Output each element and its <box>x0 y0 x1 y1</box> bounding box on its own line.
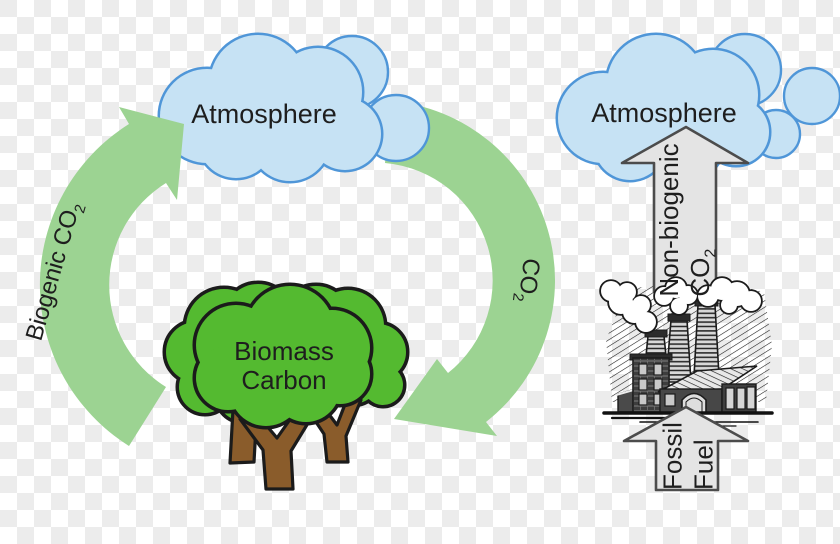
factory-buildings <box>615 353 758 414</box>
left-atmosphere-cloud-icon <box>157 32 431 184</box>
fossil-fuel-label: Fossil Fuel <box>657 422 718 490</box>
tree-crown-middle <box>192 282 374 430</box>
non-biogenic-label-line2-sub: 2 <box>700 248 719 258</box>
biomass-label-line2: Carbon <box>241 365 327 395</box>
biomass-carbon-label: Biomass Carbon <box>234 335 334 395</box>
non-biogenic-co2-label: Non-biogenic CO2 <box>654 143 720 296</box>
fossil-fuel-label-line1: Fossil <box>657 422 688 490</box>
biomass-trees-icon <box>162 280 410 491</box>
co2-down-arc-arrow <box>385 101 556 436</box>
co2-label: CO2 <box>508 256 545 304</box>
non-biogenic-label-line2-main: CO <box>684 257 715 297</box>
co2-label-main: CO <box>513 256 545 296</box>
fossil-fuel-arrow <box>622 405 750 492</box>
fossil-fuel-label-line2: Fuel <box>688 439 718 490</box>
biomass-label-line1: Biomass <box>234 335 334 366</box>
left-atmosphere-label: Atmosphere <box>191 98 337 129</box>
non-biogenic-label-line1: Non-biogenic <box>654 143 685 297</box>
non-biogenic-co2-arrow <box>620 125 750 294</box>
non-biogenic-label-line2: CO2 <box>684 143 720 297</box>
factory-smoke-icon <box>599 276 763 334</box>
biogenic-up-arc-arrow <box>39 107 184 446</box>
right-atmosphere-label: Atmosphere <box>591 97 737 128</box>
co2-label-sub: 2 <box>508 291 526 303</box>
